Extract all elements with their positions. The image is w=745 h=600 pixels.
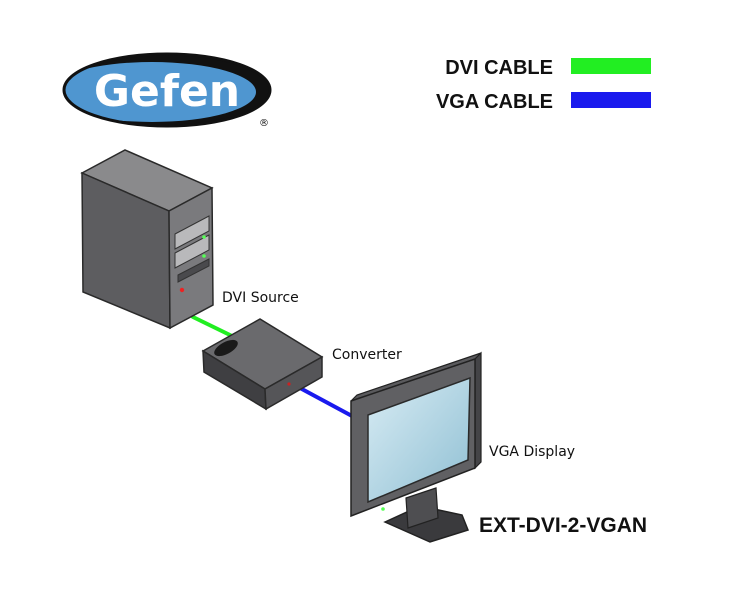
model-number: EXT-DVI-2-VGAN	[479, 514, 647, 537]
source-label: DVI Source	[222, 290, 299, 306]
dvi-cable	[191, 315, 234, 338]
computer-tower-icon	[80, 149, 214, 330]
monitor-icon	[350, 351, 482, 543]
legend-vga-swatch	[571, 92, 651, 108]
legend-vga-label: VGA CABLE	[436, 91, 553, 113]
registered-mark: ®	[259, 118, 269, 129]
brand-name: Gefen	[94, 66, 240, 117]
legend: DVI CABLE VGA CABLE	[436, 57, 651, 113]
gefen-logo: Gefen ®	[62, 52, 272, 129]
converter-box-icon	[201, 318, 324, 411]
legend-dvi-swatch	[571, 58, 651, 74]
display-label: VGA Display	[489, 444, 575, 460]
legend-dvi-label: DVI CABLE	[445, 57, 553, 79]
vga-cable	[298, 386, 354, 418]
converter-label: Converter	[332, 347, 402, 363]
